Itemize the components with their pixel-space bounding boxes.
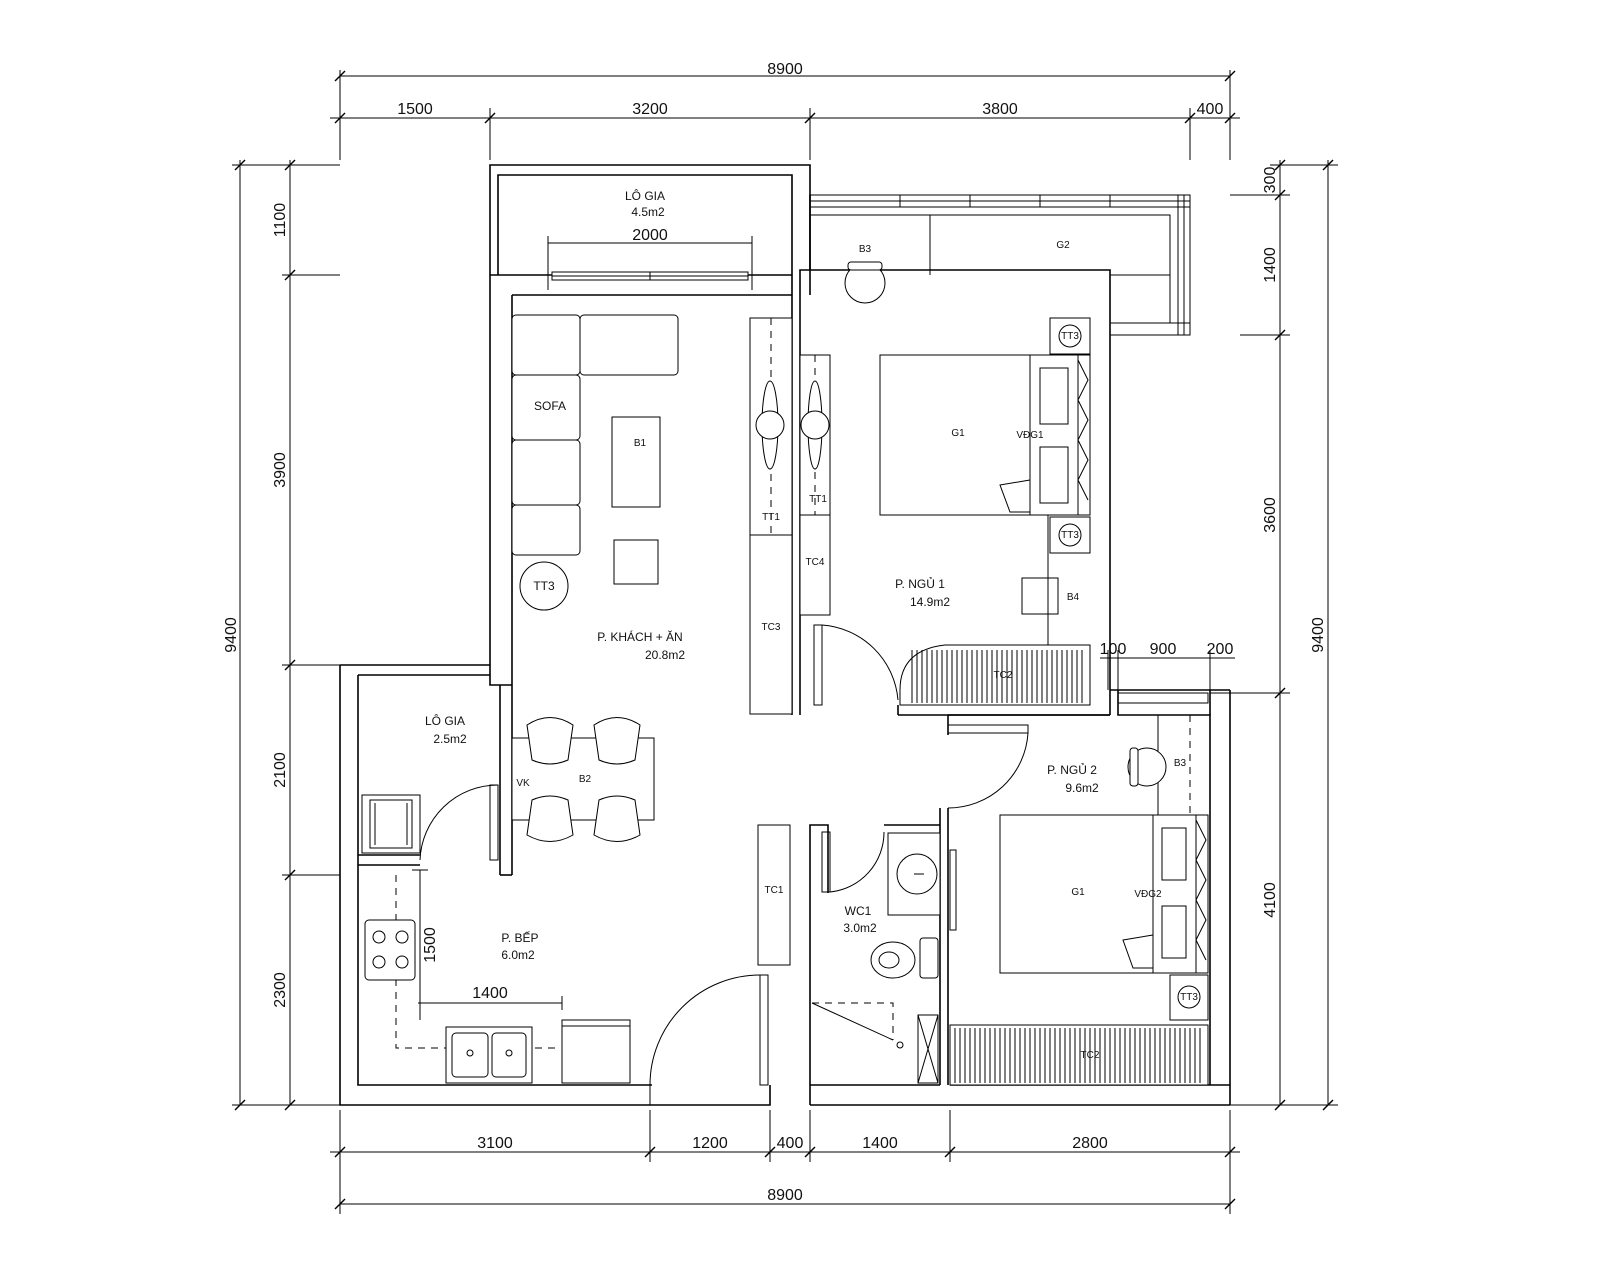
dim-top-total: 8900 — [767, 61, 803, 78]
dimension-labels: 8900 1500 3200 3800 400 3100 1200 400 14… — [223, 61, 1327, 1204]
dim-left-2300: 2300 — [272, 972, 289, 1008]
living-furniture: SOFA B1 TT3 TT1 TC3 TT1 TC4 B2 VK — [511, 314, 831, 842]
dim-bottom-400: 400 — [777, 1135, 804, 1152]
logia1-name: LÔ GIA — [625, 188, 665, 203]
dim-left-2100: 2100 — [272, 752, 289, 788]
dim-top-400: 400 — [1197, 101, 1224, 118]
g1-bed1-label: G1 — [951, 428, 965, 439]
tt3-bed1-top-label: TT3 — [1061, 331, 1079, 342]
living-name: P. KHÁCH + ĂN — [597, 629, 682, 644]
wc-furniture: TC1 — [757, 824, 957, 1084]
bed1-name: P. NGỦ 1 — [895, 576, 945, 591]
kitchen-furniture — [361, 794, 631, 1084]
tt3-bed2-label: TT3 — [1180, 992, 1198, 1003]
bedroom2-furniture: B3 G1 VĐG2 TT3 TC2 — [949, 715, 1209, 1086]
dim-right-total: 9400 — [1310, 617, 1327, 653]
dimension-ticks — [234, 70, 1334, 1210]
tc4-label: TC4 — [806, 557, 825, 568]
logia1-area: 4.5m2 — [631, 205, 665, 219]
dim-bottom-2800: 2800 — [1072, 1135, 1108, 1152]
tc1-label: TC1 — [765, 885, 784, 896]
dim-left-total: 9400 — [223, 617, 240, 653]
b3-bed1-label: B3 — [859, 244, 872, 255]
vdg1-label: VĐG1 — [1016, 430, 1044, 441]
dimension-lines — [232, 70, 1338, 1214]
dim-kitchen-1400: 1400 — [472, 985, 508, 1002]
b4-label: B4 — [1067, 592, 1080, 603]
logia2-name: LÔ GIA — [425, 713, 465, 728]
sofa-label: SOFA — [534, 399, 566, 413]
dim-bottom-total: 8900 — [767, 1187, 803, 1204]
dim-right-1400: 1400 — [1262, 247, 1279, 283]
bed2-name: P. NGỦ 2 — [1047, 762, 1097, 777]
tc2-bed1-label: TC2 — [994, 670, 1013, 681]
b1-label: B1 — [634, 438, 647, 449]
b2-label: B2 — [579, 774, 592, 785]
tt1-living-label: TT1 — [762, 512, 780, 523]
wc-name: WC1 — [845, 904, 872, 918]
vdg2-label: VĐG2 — [1134, 889, 1162, 900]
dim-right-100: 100 — [1100, 641, 1127, 658]
doors — [419, 624, 1029, 1105]
living-area: 20.8m2 — [645, 648, 685, 662]
dim-top-3800: 3800 — [982, 101, 1018, 118]
vk-label: VK — [516, 778, 530, 789]
dim-right-200: 200 — [1207, 641, 1234, 658]
dim-kitchen-1500: 1500 — [422, 927, 439, 963]
dim-right-900: 900 — [1150, 641, 1177, 658]
tt3-bed1-bottom-label: TT3 — [1061, 530, 1079, 541]
dim-bottom-3100: 3100 — [477, 1135, 513, 1152]
tt1-bed1-label: TT1 — [809, 494, 827, 505]
logia2-area: 2.5m2 — [433, 732, 467, 746]
kitchen-name: P. BẾP — [501, 930, 538, 945]
dim-right-300: 300 — [1262, 167, 1279, 194]
walls — [339, 164, 1231, 1106]
dim-bottom-1400: 1400 — [862, 1135, 898, 1152]
dim-top-1500: 1500 — [397, 101, 433, 118]
g1-bed2-label: G1 — [1071, 887, 1085, 898]
bed2-area: 9.6m2 — [1065, 781, 1099, 795]
dim-balcony-2000: 2000 — [632, 227, 668, 244]
bed1-area: 14.9m2 — [910, 595, 950, 609]
dim-bottom-1200: 1200 — [692, 1135, 728, 1152]
kitchen-area: 6.0m2 — [501, 948, 535, 962]
wc-area: 3.0m2 — [843, 921, 877, 935]
b3-bed2-label: B3 — [1174, 758, 1187, 769]
tt3-living-label: TT3 — [533, 579, 555, 593]
dim-left-3900: 3900 — [272, 452, 289, 488]
dim-left-1100: 1100 — [272, 203, 289, 238]
g2-label: G2 — [1056, 240, 1070, 251]
tc3-label: TC3 — [762, 622, 781, 633]
room-labels: LÔ GIA 4.5m2 P. KHÁCH + ĂN 20.8m2 P. NGỦ… — [425, 188, 1099, 962]
bedroom1-furniture: B3 G2 TT3 TT3 G1 VĐG1 B4 TC2 — [844, 240, 1091, 706]
dim-right-4100: 4100 — [1262, 882, 1279, 918]
dim-right-3600: 3600 — [1262, 497, 1279, 533]
tc2-bed2-label: TC2 — [1081, 1050, 1100, 1061]
dim-top-3200: 3200 — [632, 101, 668, 118]
